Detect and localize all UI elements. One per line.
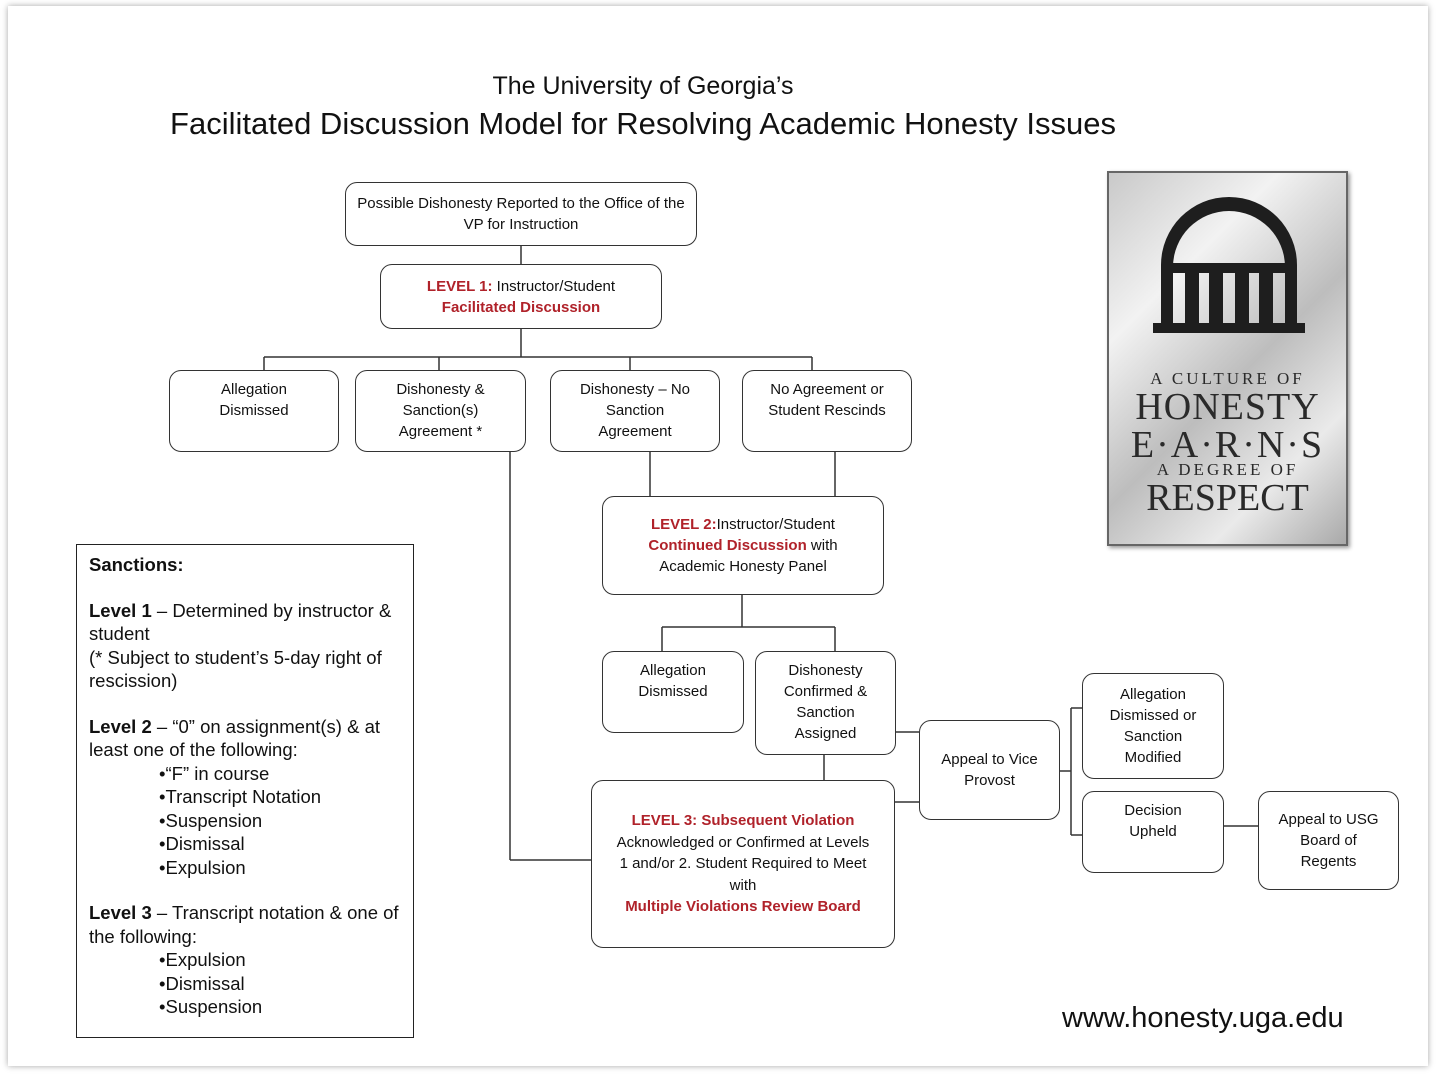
node-reported: Possible Dishonesty Reported to the Offi…: [345, 182, 697, 246]
sanctions-level1-title: Level 1: [89, 599, 152, 621]
website-link[interactable]: www.honesty.uga.edu: [1062, 1002, 1344, 1034]
level1-label: LEVEL 1:: [426, 277, 493, 295]
node-level3-text: LEVEL 3: Subsequent Violation Acknowledg…: [611, 810, 875, 918]
arch-icon: [1153, 197, 1305, 333]
list-item: Expulsion: [159, 856, 401, 880]
list-item: Expulsion: [159, 948, 401, 972]
node-allegation-modified-text: Allegation Dismissed or Sanction Modifie…: [1109, 686, 1197, 766]
sanctions-level3-title: Level 3: [89, 902, 152, 923]
level2-with: with: [810, 537, 838, 554]
sanctions-level3-text: – Transcript notation & one of the follo…: [89, 902, 399, 947]
logo-line3: E·A·R·N·S: [1130, 424, 1325, 466]
node-level1-text: LEVEL 1: Instructor/Student Facilitated …: [427, 276, 615, 318]
node-allegation-modified: Allegation Dismissed or Sanction Modifie…: [1082, 673, 1224, 779]
level3-red: Multiple Violations Review Board: [625, 898, 861, 916]
node-dishonesty-confirmed: Dishonesty Confirmed & Sanction Assigned: [755, 651, 896, 755]
list-item: Suspension: [159, 809, 401, 833]
node-allegation-dismissed-1: Allegation Dismissed: [169, 370, 339, 452]
logo-line4: A DEGREE OF: [1156, 460, 1299, 479]
node-level3: LEVEL 3: Subsequent Violation Acknowledg…: [591, 780, 895, 948]
sanctions-level2: Level 2 – “0” on assignment(s) & at leas…: [89, 715, 401, 762]
level3-desc: Acknowledged or Confirmed at Levels 1 an…: [616, 833, 870, 894]
node-allegation-dismissed-2-text: Allegation Dismissed: [638, 662, 708, 700]
sanctions-level2-title: Level 2: [89, 715, 152, 737]
level1-sub: Facilitated Discussion: [441, 298, 601, 316]
node-appeal-vice-provost-text: Appeal to Vice Provost: [941, 751, 1038, 789]
title-model: Facilitated Discussion Model for Resolvi…: [170, 106, 1116, 141]
level2-panel: Academic Honesty Panel: [659, 558, 827, 575]
node-allegation-dismissed-2: Allegation Dismissed: [602, 651, 744, 733]
sanctions-level1-note: (* Subject to student’s 5-day right of r…: [89, 646, 382, 692]
level2-label: LEVEL 2:: [651, 516, 717, 533]
node-decision-upheld: Decision Upheld: [1082, 791, 1224, 873]
list-item: Transcript Notation: [159, 785, 401, 809]
sanctions-level1-text: – Determined by instructor & student: [89, 599, 392, 645]
node-appeal-usg-text: Appeal to USG Board of Regents: [1278, 811, 1379, 870]
node-level1: LEVEL 1: Instructor/Student Facilitated …: [380, 264, 662, 329]
level2-red: Continued Discussion: [648, 537, 807, 554]
sanctions-level2-text: – “0” on assignment(s) & at least one of…: [89, 715, 381, 761]
node-appeal-vice-provost: Appeal to Vice Provost: [919, 720, 1060, 820]
list-item: Dismissal: [159, 832, 401, 856]
node-no-agreement: No Agreement or Student Rescinds: [742, 370, 912, 452]
sanctions-heading: Sanctions:: [89, 554, 184, 575]
level3-label: LEVEL 3: Subsequent Violation: [631, 812, 855, 830]
list-item: “F” in course: [159, 762, 401, 786]
node-appeal-usg: Appeal to USG Board of Regents: [1258, 791, 1399, 890]
sanctions-level1: Level 1 – Determined by instructor & stu…: [89, 599, 401, 693]
logo-line5: RESPECT: [1146, 477, 1309, 519]
node-level2: LEVEL 2:Instructor/Student Continued Dis…: [602, 496, 884, 595]
title-university: The University of Georgia’s: [492, 72, 794, 100]
node-dishonesty-no-sanction: Dishonesty – No Sanction Agreement: [550, 370, 720, 452]
node-no-agreement-text: No Agreement or Student Rescinds: [768, 381, 886, 419]
list-item: Suspension: [159, 995, 401, 1019]
node-reported-text: Possible Dishonesty Reported to the Offi…: [357, 195, 685, 233]
node-allegation-dismissed-1-text: Allegation Dismissed: [219, 381, 289, 419]
logo-line2: HONESTY: [1135, 386, 1320, 428]
list-item: Dismissal: [159, 972, 401, 996]
sanctions-panel: Sanctions: Level 1 – Determined by instr…: [76, 544, 414, 1038]
node-dishonesty-sanction-agreement: Dishonesty & Sanction(s) Agreement *: [355, 370, 526, 452]
node-level2-text: LEVEL 2:Instructor/Student Continued Dis…: [648, 514, 837, 577]
node-dishonesty-no-sanction-text: Dishonesty – No Sanction Agreement: [579, 381, 691, 440]
sanctions-level3: Level 3 – Transcript notation & one of t…: [89, 901, 401, 948]
sanctions-level3-list: Expulsion Dismissal Suspension: [89, 948, 401, 1019]
node-decision-upheld-text: Decision Upheld: [1124, 802, 1182, 840]
honesty-logo: A CULTURE OF HONESTY E·A·R·N·S A DEGREE …: [1107, 171, 1348, 546]
logo-line1: A CULTURE OF: [1150, 369, 1305, 388]
level2-desc: Instructor/Student: [716, 516, 835, 533]
sanctions-level2-list: “F” in course Transcript Notation Suspen…: [89, 762, 401, 880]
level1-desc: Instructor/Student: [496, 277, 616, 295]
node-dishonesty-confirmed-text: Dishonesty Confirmed & Sanction Assigned: [783, 662, 868, 742]
node-dishonesty-sanction-agreement-text: Dishonesty & Sanction(s) Agreement *: [396, 381, 485, 440]
